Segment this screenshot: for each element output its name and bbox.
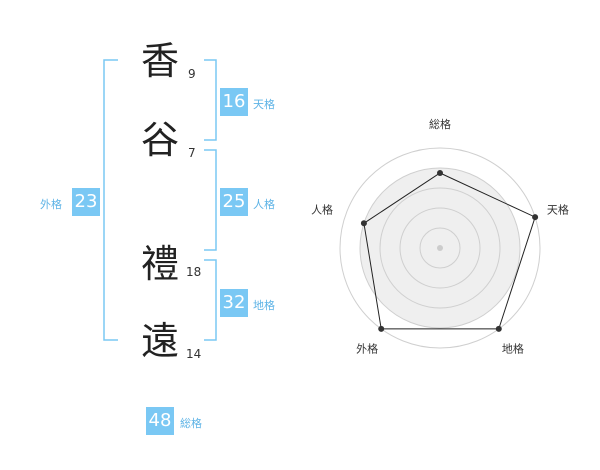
- name-char-4: 遠: [141, 319, 180, 363]
- tenkaku-value: 16: [220, 88, 248, 116]
- name-char-2: 谷: [141, 118, 180, 162]
- radar-axis-label-4: 外格: [356, 341, 378, 355]
- stroke-count-1: 9: [188, 67, 196, 81]
- radar-data-polygon: [363, 172, 536, 330]
- radar-ring: [379, 187, 501, 309]
- soukaku-label: 総格: [180, 417, 202, 430]
- radar-point-1: [437, 170, 443, 176]
- radar-center-dot: [437, 245, 443, 251]
- name-char-1: 香: [141, 39, 180, 83]
- gaikaku-value: 23: [72, 188, 100, 216]
- radar-point-2: [532, 214, 539, 221]
- stroke-count-4: 14: [186, 347, 202, 361]
- stroke-count-3: 18: [186, 265, 202, 279]
- jinkaku-label: 人格: [253, 198, 275, 211]
- jinkaku-value: 25: [220, 188, 248, 216]
- radar-point-4: [378, 325, 385, 332]
- gaikaku-label: 外格: [40, 198, 62, 211]
- jinkaku-bracket: [204, 149, 217, 251]
- radar-axis-label-2: 天格: [547, 203, 569, 217]
- radar-ring: [339, 147, 541, 349]
- name-char-3: 禮: [141, 242, 180, 286]
- radar-axis-label-3: 地格: [502, 341, 524, 355]
- radar-ring: [399, 207, 481, 289]
- radar-ring: [359, 167, 521, 329]
- radar-point-3: [495, 325, 502, 332]
- radar-axis-label-5: 人格: [311, 203, 333, 217]
- tenkaku-bracket: [204, 59, 217, 141]
- tenkaku-label: 天格: [253, 98, 275, 111]
- radar-ring: [419, 227, 461, 269]
- radar-point-5: [360, 220, 367, 227]
- chikaku-value: 32: [220, 289, 248, 317]
- outer-bracket: [103, 59, 118, 341]
- radar-axis-label-1: 総格: [429, 117, 451, 131]
- stroke-count-2: 7: [188, 146, 196, 160]
- chikaku-label: 地格: [253, 299, 275, 312]
- chikaku-bracket: [204, 259, 217, 341]
- soukaku-value: 48: [146, 407, 174, 435]
